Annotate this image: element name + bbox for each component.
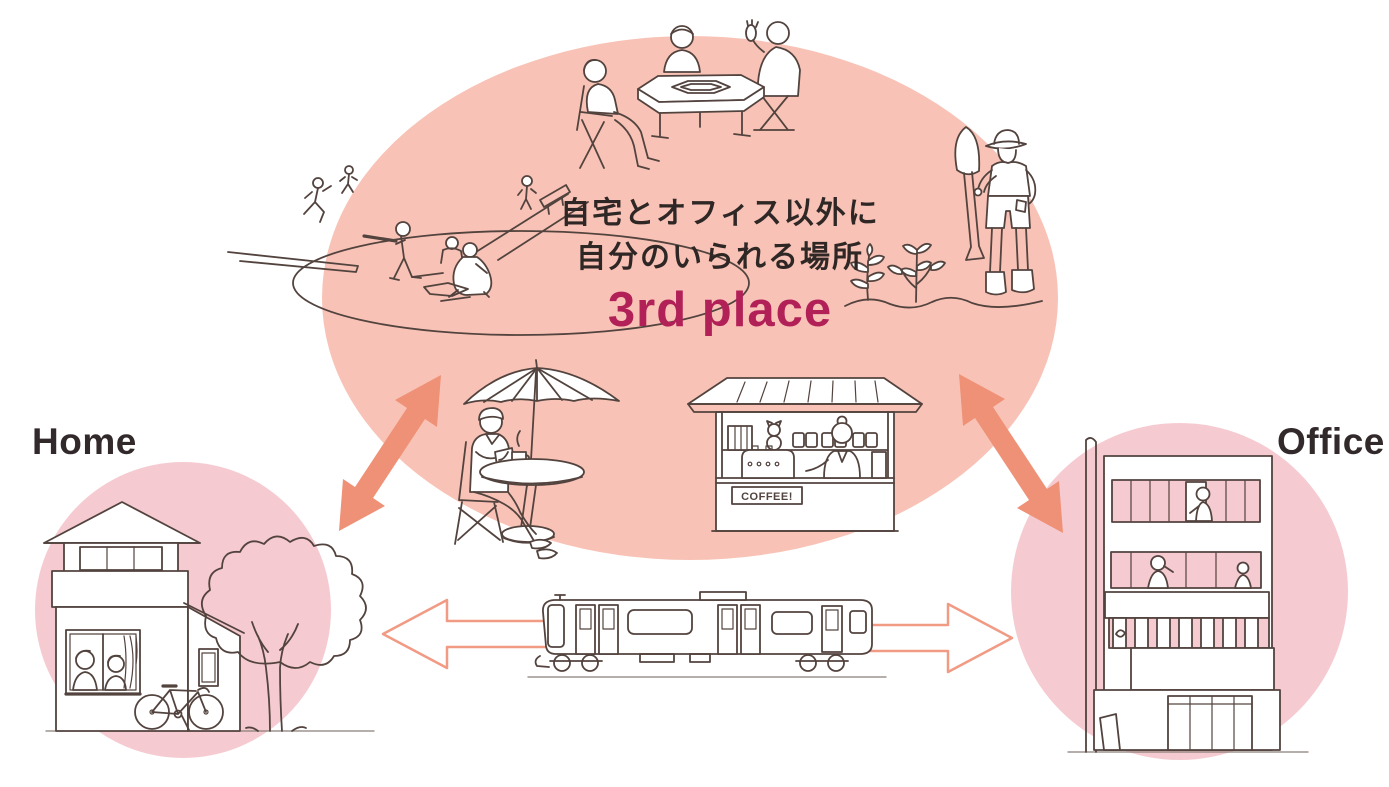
baseball-game-illustration [227,165,750,336]
home-label: Home [32,421,137,462]
office-building-illustration [1067,437,1309,753]
third-place-zone [322,36,1058,560]
people-around-table-illustration [576,19,801,170]
caption-line-2: 自分のいられる場所 [576,241,864,274]
office-label: Office [1277,421,1385,462]
house-with-tree-illustration [43,501,375,732]
third-place-title: 3rd place [607,283,833,337]
coffee-sign-text: COFFEE! [741,491,793,503]
office-thirdplace-double-arrow [959,374,1063,533]
caption-line-1: 自宅とオフィス以外に [560,197,880,230]
home-thirdplace-double-arrow [339,375,441,531]
cafe-parasol-illustration [454,359,620,560]
coffee-stand-illustration: COFFEE! [687,377,923,532]
commuter-train-illustration [527,591,887,678]
vegetable-garden-illustration [844,126,1043,309]
third-place-caption: 自宅とオフィス以外に 自分のいられる場所 3rd place [430,192,1010,338]
